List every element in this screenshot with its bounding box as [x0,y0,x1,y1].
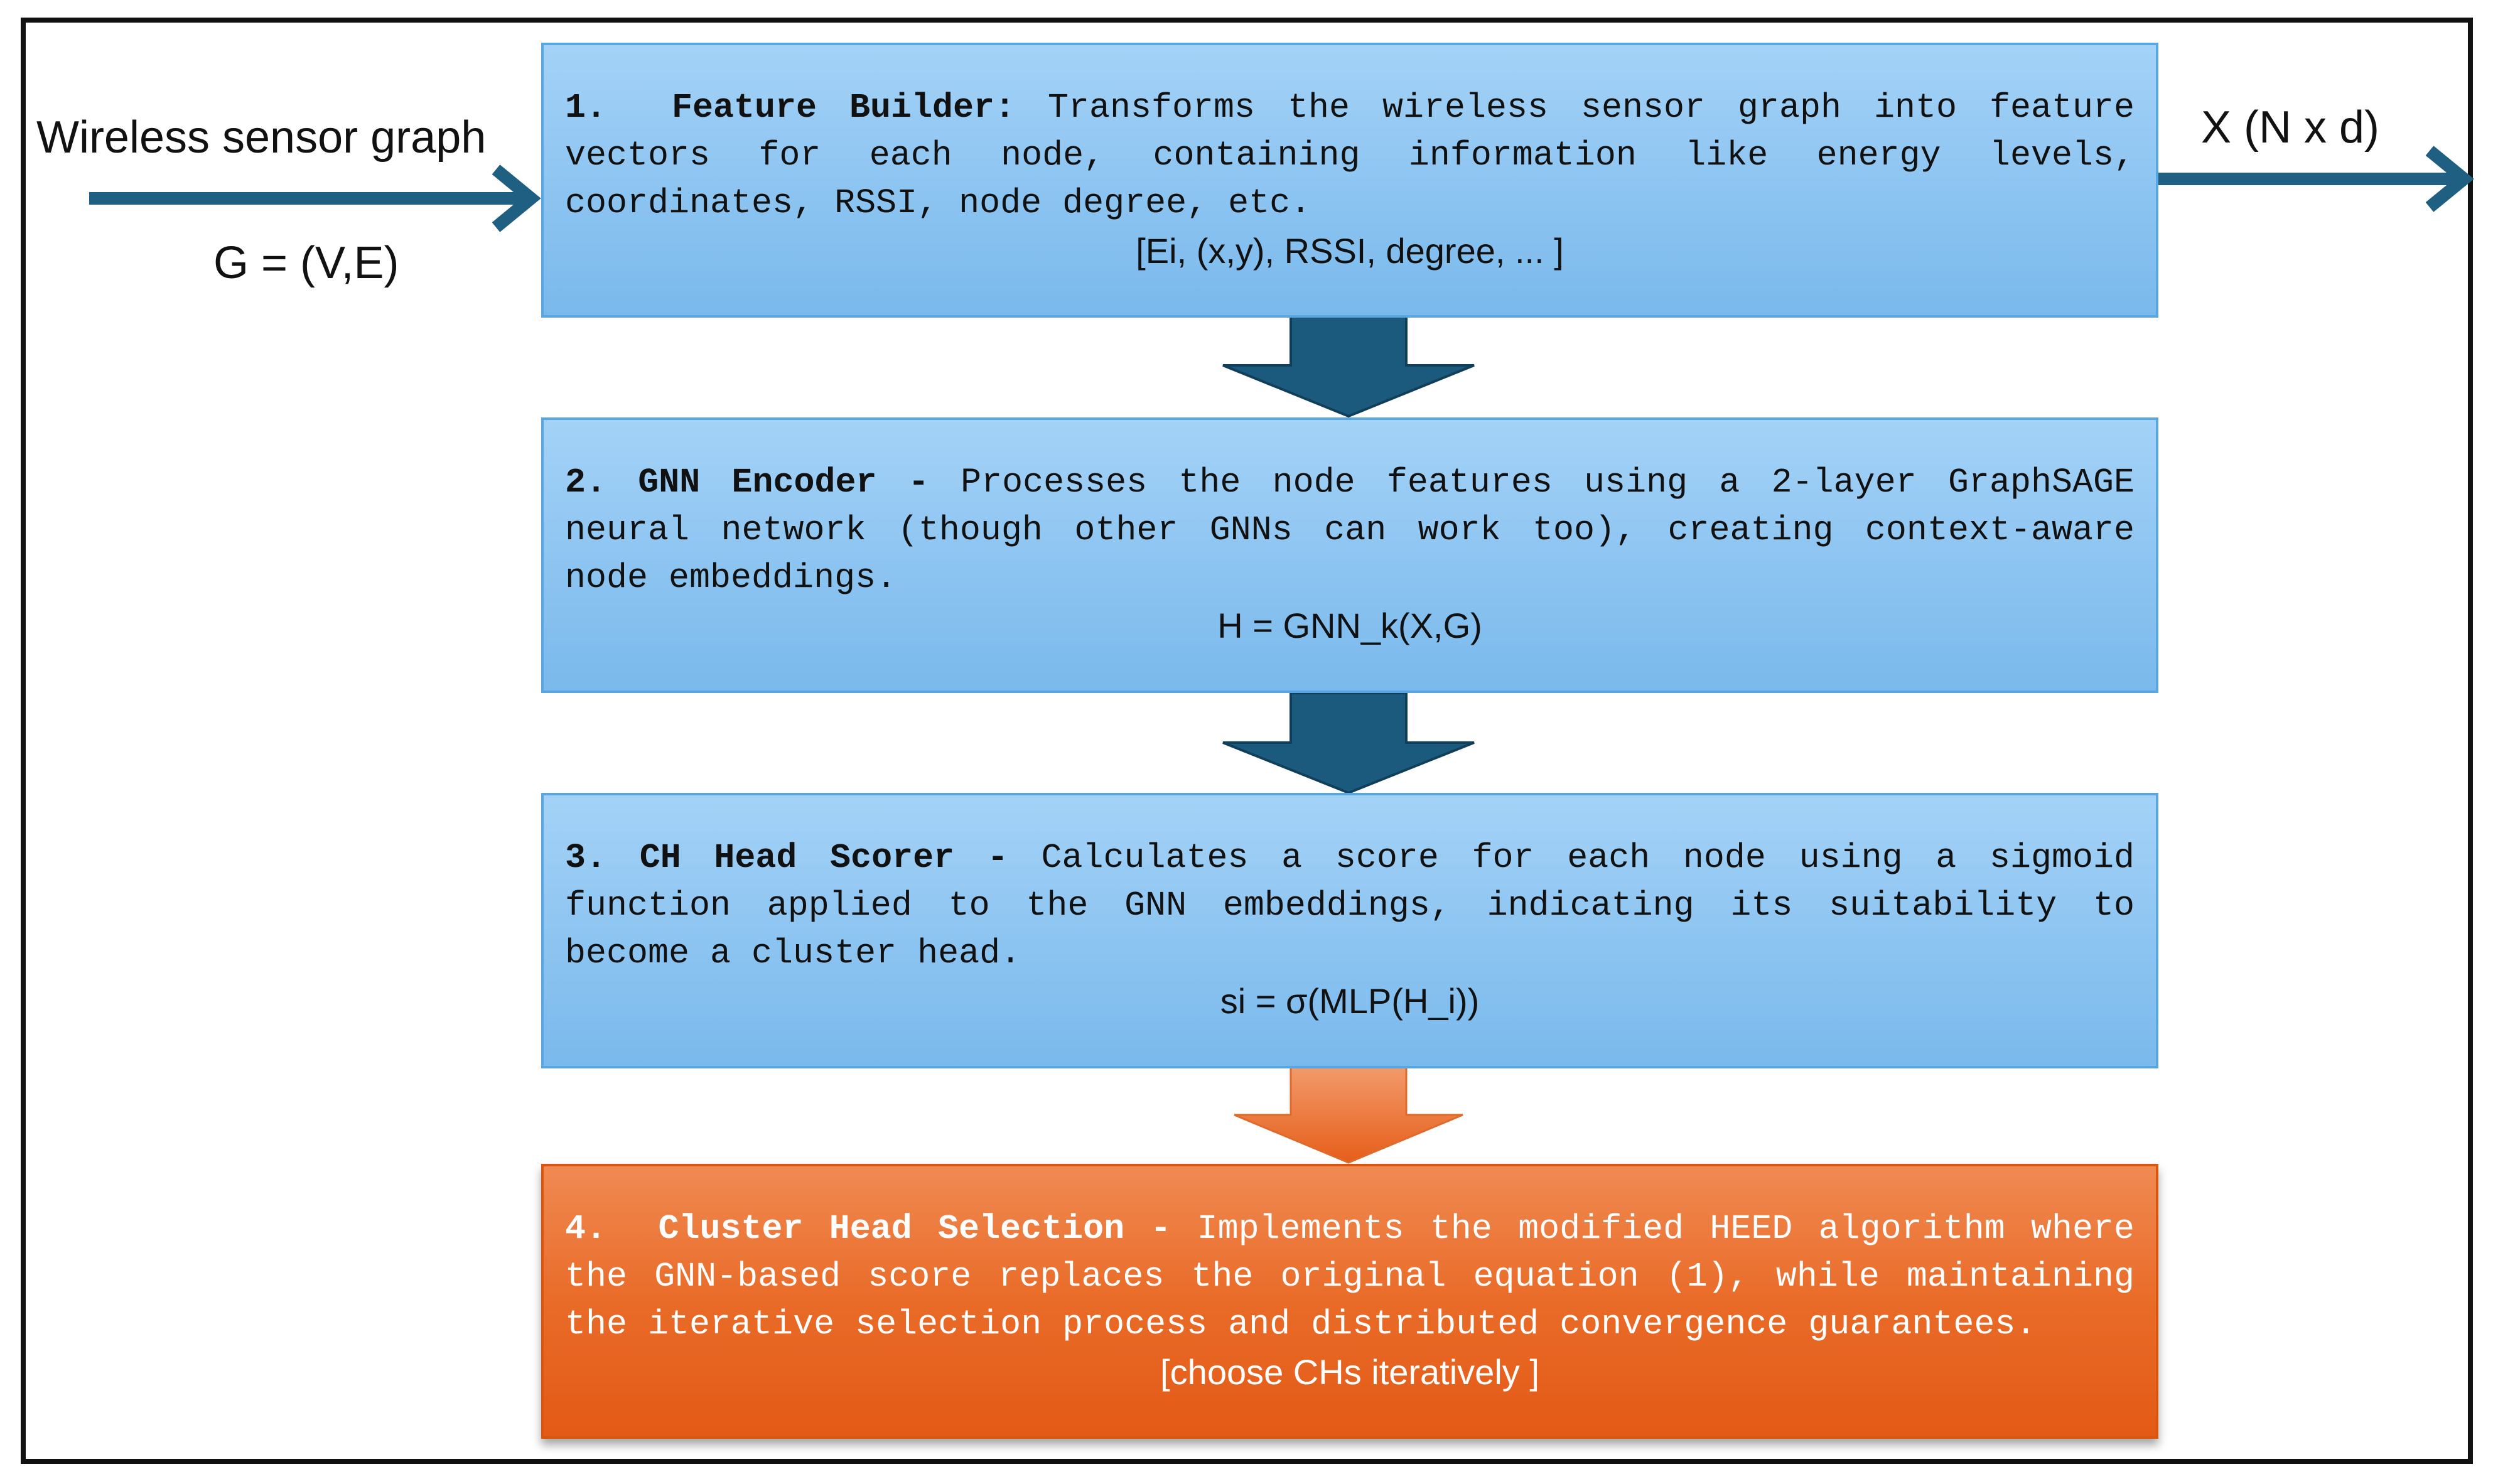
down-arrow-2 [1222,692,1475,795]
step-3-text: 3. CH Head Scorer - Calculates a score f… [565,834,2135,977]
step-3-description: Calculates a score for each node using a… [565,838,2135,973]
step-2-description: Processes the node features using a 2-la… [565,463,2135,598]
step-3-title: CH Head Scorer - [639,838,1008,878]
input-graph-notation: G = (V,E) [213,238,399,288]
step-ch-head-scorer: 3. CH Head Scorer - Calculates a score f… [541,793,2158,1068]
step-1-title: Feature Builder: [671,88,1015,127]
step-2-number: 2. [565,463,607,502]
output-arrow [2157,146,2474,212]
step-2-title: GNN Encoder - [638,463,929,502]
step-2-text: 2. GNN Encoder - Processes the node feat… [565,459,2135,602]
step-cluster-head-selection: 4. Cluster Head Selection - Implements t… [541,1164,2158,1439]
diagram-frame [21,18,2473,1464]
output-label: X (N x d) [2201,102,2380,153]
step-2-formula: H = GNN_k(X,G) [1217,606,1482,645]
step-3-formula: si = σ(MLP(H_i)) [1220,981,1480,1021]
input-label: Wireless sensor graph [36,112,487,163]
step-feature-builder: 1. Feature Builder: Transforms the wirel… [541,43,2158,318]
step-1-text: 1. Feature Builder: Transforms the wirel… [565,84,2135,227]
step-gnn-encoder: 2. GNN Encoder - Processes the node feat… [541,417,2158,693]
down-arrow-1 [1222,314,1475,418]
step-4-number: 4. [565,1209,607,1249]
step-4-text: 4. Cluster Head Selection - Implements t… [565,1205,2135,1348]
step-3-number: 3. [565,838,607,878]
step-1-number: 1. [565,88,607,127]
step-4-formula: [choose CHs iteratively ] [1160,1352,1539,1392]
step-4-title: Cluster Head Selection - [658,1209,1171,1249]
down-arrow-3 [1234,1066,1463,1164]
step-1-formula: [Ei, (x,y), RSSI, degree, ... ] [1136,231,1564,271]
step-4-description: Implements the modified HEED algorithm w… [565,1209,2135,1344]
step-1-description: Transforms the wireless sensor graph int… [565,88,2135,223]
input-arrow [89,164,541,232]
